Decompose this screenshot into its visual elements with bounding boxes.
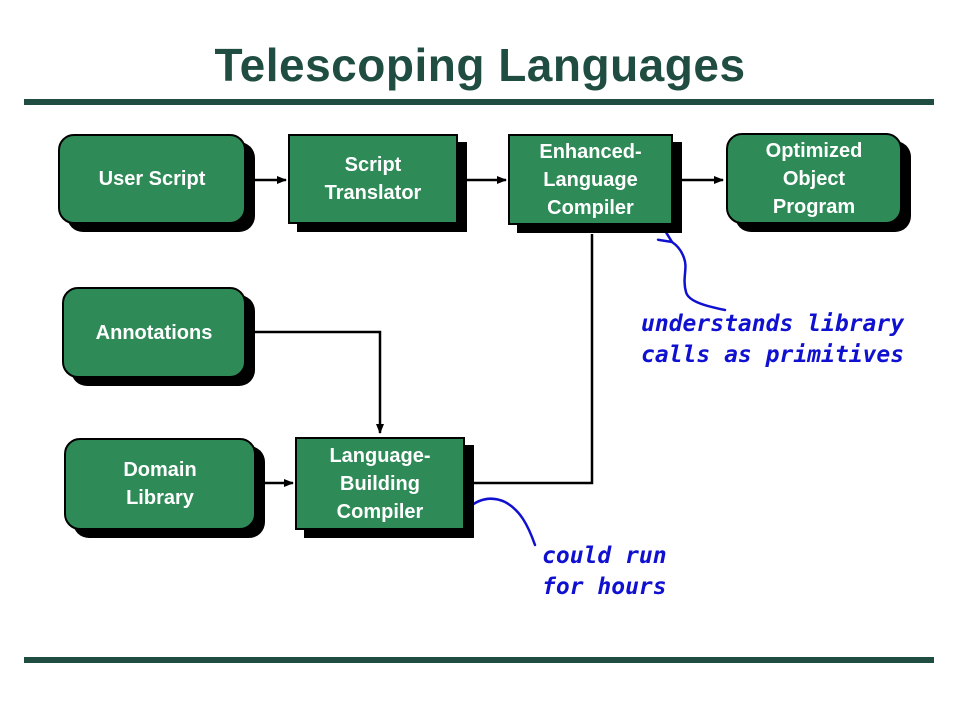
callout-hours-pointer <box>468 497 537 547</box>
primitives-note: understands library calls as primitives <box>641 311 905 368</box>
enhanced-language-compiler-box: Enhanced- Language Compiler <box>508 134 673 225</box>
slide-title: Telescoping Languages <box>214 39 746 91</box>
top-divider <box>24 99 934 105</box>
arrow-annotations-to-lbc <box>245 330 384 434</box>
annotations-box: Annotations <box>62 287 246 378</box>
script-translator-box: Script Translator <box>288 134 458 224</box>
language-building-compiler-box: Language- Building Compiler <box>295 437 465 530</box>
language-building-compiler-label: Language- Building Compiler <box>329 444 431 523</box>
optimized-object-program-label: Optimized Object Program <box>765 139 863 218</box>
enhanced-language-compiler-label: Enhanced- Language Compiler <box>539 140 642 219</box>
user-script-box: User Script <box>58 134 246 224</box>
bottom-divider <box>24 657 934 663</box>
annotations-label: Annotations <box>95 321 213 344</box>
script-translator-label: Script Translator <box>324 154 422 204</box>
line-lbc-to-enhanced-compiler <box>472 234 594 485</box>
domain-library-label: Domain Library <box>123 459 197 509</box>
user-script-label: User Script <box>98 168 206 190</box>
optimized-object-program-box: Optimized Object Program <box>726 133 902 224</box>
hours-note: could run for hours <box>542 543 667 600</box>
callout-primitives-pointer <box>672 242 727 312</box>
domain-library-box: Domain Library <box>64 438 256 530</box>
